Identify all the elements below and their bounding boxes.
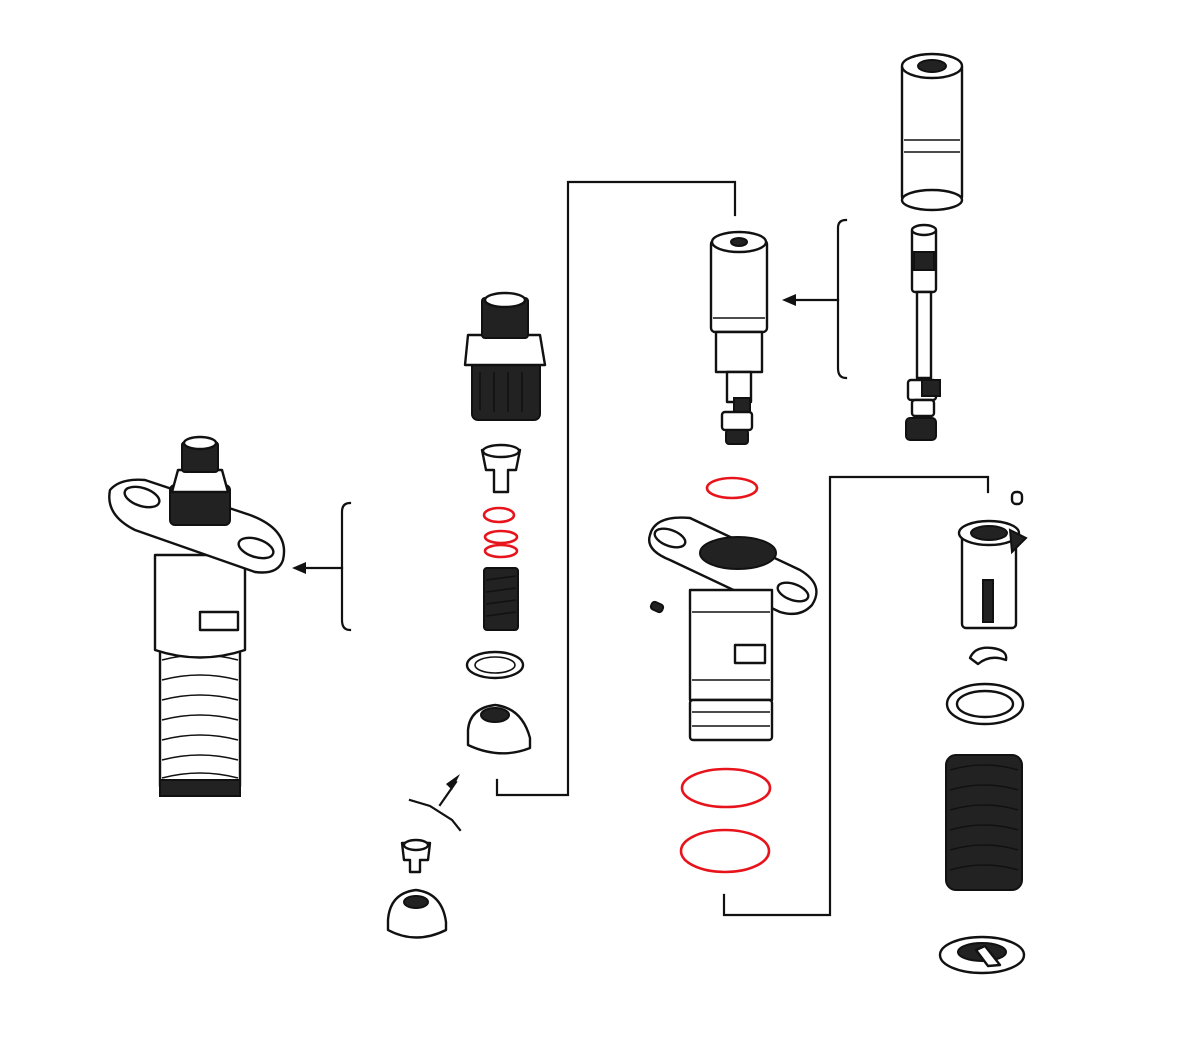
flange-bolt-hole: [123, 485, 161, 509]
plunger-spring: [945, 754, 1023, 891]
plunger-group: [900, 52, 964, 441]
alternate-valve: [400, 838, 432, 874]
assembled-pump: [108, 435, 286, 797]
delivery-valve: [480, 443, 522, 494]
control-sleeve-pin: [1010, 490, 1024, 506]
alternate-valve-group: [386, 774, 462, 939]
valve-stack: [463, 291, 547, 755]
valve-o-ring-pair: [483, 543, 519, 559]
lower-spring-seat: [938, 935, 1026, 975]
assembled-pump-control-window: [198, 610, 240, 632]
plunger-barrel: [709, 230, 769, 445]
bracket-to-assembled-pump: [292, 501, 352, 632]
control-sleeve: [957, 519, 1028, 630]
bracket-to-plunger-barrel: [782, 218, 848, 380]
spring-seat: [945, 682, 1025, 726]
assembled-pump-body: [153, 553, 247, 659]
snap-ring: [968, 646, 1008, 666]
spring-group: [938, 490, 1028, 975]
flange-bolt-hole: [237, 536, 275, 560]
valve-o-ring: [482, 506, 516, 524]
assembled-pump-spring: [158, 638, 242, 792]
housing-o-ring-lower: [679, 828, 771, 874]
delivery-valve-spring: [483, 567, 519, 631]
assembled-pump-base: [159, 779, 241, 797]
alternate-filler-piece: [386, 888, 448, 939]
connector-barrel-to-spring: [722, 475, 990, 917]
plunger: [905, 223, 941, 441]
valve-o-ring-pair: [483, 529, 519, 545]
pump-housing-flange: [648, 516, 818, 742]
assembled-pump-outlet: [182, 435, 218, 451]
dowel-pin: [649, 600, 665, 614]
assembled-pump-hex: [170, 468, 230, 494]
alternate-bracket: [408, 798, 462, 832]
connector-valve-to-barrel: [495, 180, 737, 797]
delivery-valve-holder: [463, 291, 547, 421]
barrel-group: [648, 230, 818, 874]
barrel: [900, 52, 964, 212]
valve-filler-piece: [466, 703, 532, 755]
housing-o-ring-upper: [680, 767, 772, 809]
barrel-o-ring: [705, 476, 759, 500]
valve-gasket-inner: [474, 656, 516, 674]
